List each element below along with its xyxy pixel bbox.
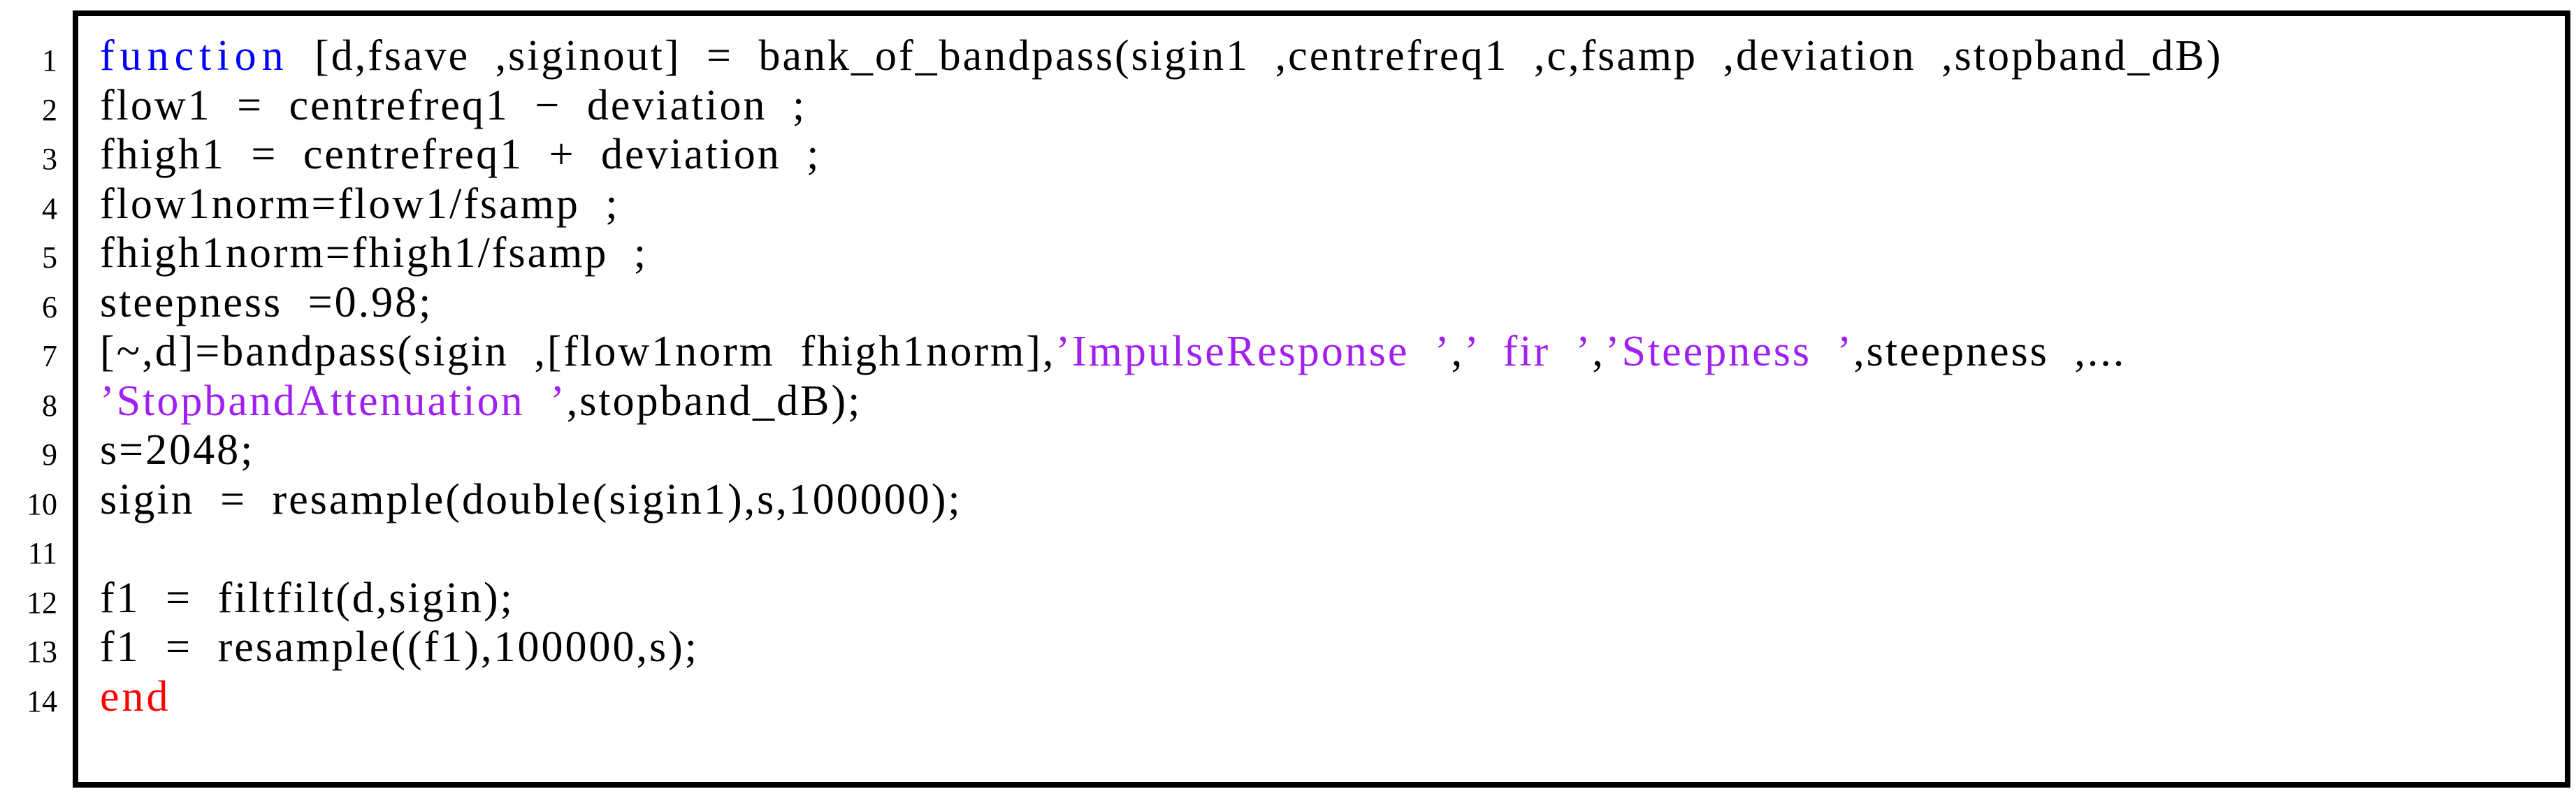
code-line: flow1norm=flow1/fsamp ; [100, 180, 2565, 229]
line-number: 13 [27, 635, 57, 669]
line-number: 4 [42, 191, 57, 226]
line-number: 14 [27, 683, 57, 718]
code-line: steepness =0.98; [100, 278, 2565, 328]
line-number: 7 [42, 339, 57, 373]
line-number: 3 [42, 142, 57, 176]
code-segment: steepness =0.98; [100, 278, 433, 326]
code-segment: [d,fsave ,siginout] = bank_of_bandpass(s… [289, 32, 2223, 80]
code-segment: ’StopbandAttenuation ’ [100, 377, 567, 425]
code-line: f1 = filtfilt(d,sigin); [100, 574, 2565, 623]
code-segment: ’ImpulseResponse ’ [1055, 328, 1452, 375]
code-segment: ,steepness ,... [1853, 328, 2127, 375]
code-segment: flow1norm=flow1/fsamp ; [100, 180, 620, 228]
code-line: end [100, 672, 2565, 722]
code-segment: fhigh1 = centrefreq1 + deviation ; [100, 131, 821, 178]
line-number: 8 [42, 388, 57, 423]
line-number: 9 [42, 437, 57, 472]
code-segment: fhigh1norm=fhigh1/fsamp ; [100, 229, 649, 277]
code-line: flow1 = centrefreq1 − deviation ; [100, 81, 2565, 131]
code-line: sigin = resample(double(sigin1),s,100000… [100, 475, 2565, 525]
line-number: 6 [42, 289, 57, 324]
code-listing-frame: function [d,fsave ,siginout] = bank_of_b… [73, 10, 2570, 788]
code-line: f1 = resample((f1),100000,s); [100, 623, 2565, 672]
line-number: 2 [42, 92, 57, 127]
code-line: fhigh1 = centrefreq1 + deviation ; [100, 130, 2565, 180]
code-segment: ’ fir ’ [1464, 328, 1593, 375]
line-number: 5 [42, 240, 57, 275]
code-segment: , [1451, 328, 1465, 375]
code-line: [~,d]=bandpass(sigin ,[flow1norm fhigh1n… [100, 327, 2565, 377]
code-line: s=2048; [100, 426, 2565, 475]
line-number: 11 [27, 536, 57, 570]
code-segment: ,stopband_dB); [566, 377, 862, 425]
code-segment: ’Steepness ’ [1605, 328, 1854, 375]
code-segment: flow1 = centrefreq1 − deviation ; [100, 81, 807, 129]
code-segment: end [100, 672, 171, 721]
code-block: function [d,fsave ,siginout] = bank_of_b… [78, 16, 2565, 721]
code-segment: [~,d]=bandpass(sigin ,[flow1norm fhigh1n… [100, 328, 1056, 375]
code-segment: function [100, 32, 289, 80]
code-line: fhigh1norm=fhigh1/fsamp ; [100, 229, 2565, 278]
code-line: ’StopbandAttenuation ’,stopband_dB); [100, 377, 2565, 426]
code-segment: s=2048; [100, 426, 255, 474]
code-segment: f1 = filtfilt(d,sigin); [100, 574, 514, 622]
line-number: 1 [42, 43, 57, 78]
code-line [100, 524, 2565, 574]
line-number: 10 [27, 486, 57, 521]
code-segment: , [1592, 328, 1605, 375]
code-segment: f1 = resample((f1),100000,s); [100, 623, 699, 671]
code-segment: sigin = resample(double(sigin1),s,100000… [100, 475, 962, 523]
line-number: 12 [27, 585, 57, 620]
code-line: function [d,fsave ,siginout] = bank_of_b… [100, 31, 2565, 81]
